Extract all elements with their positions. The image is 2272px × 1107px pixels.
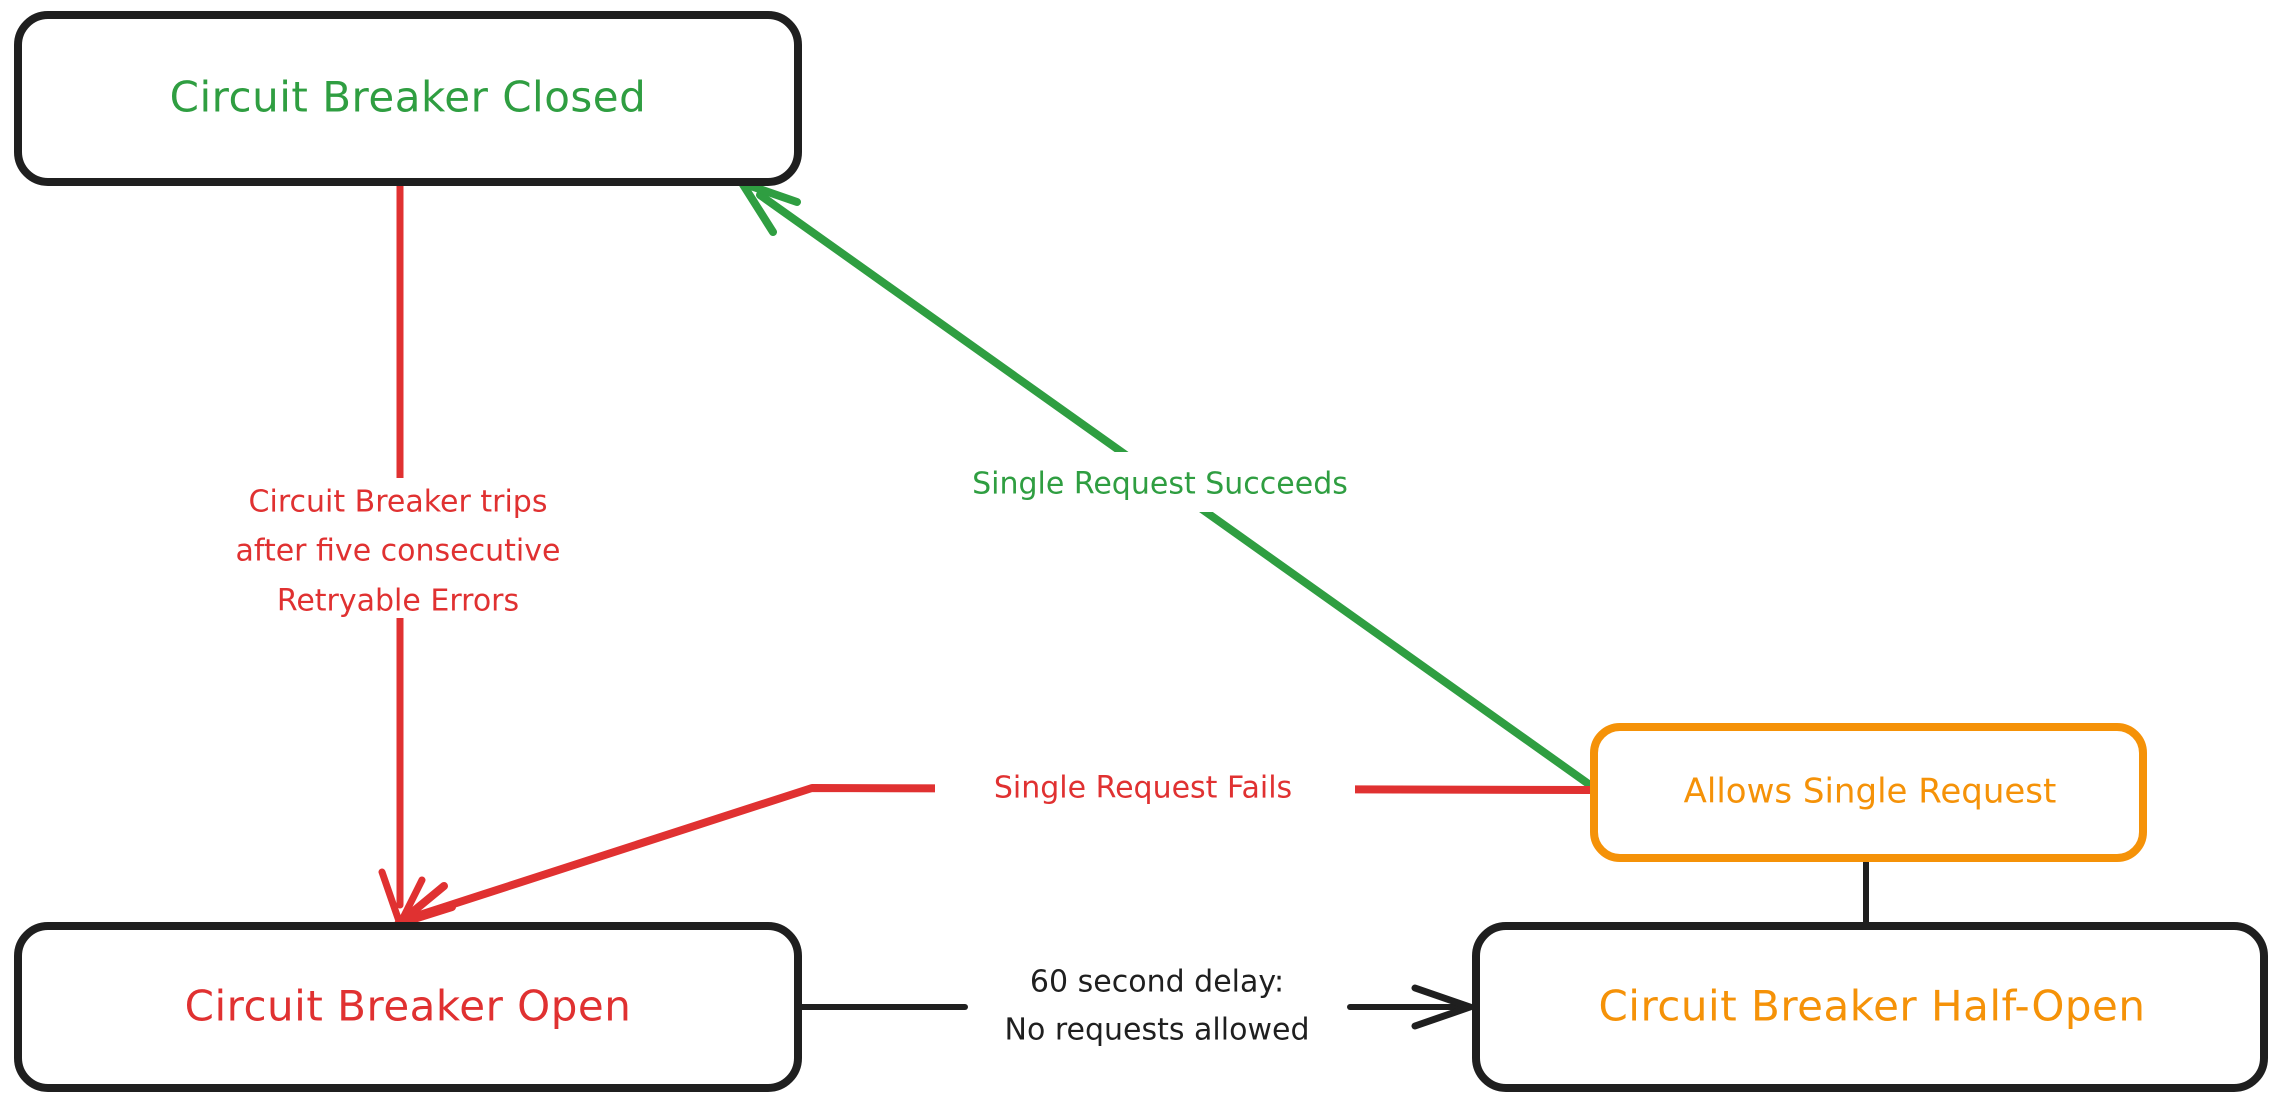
- edge-open-to-halfopen: [797, 984, 1474, 1030]
- edge-label-open-to-halfopen: 60 second delay: No requests allowed: [1005, 965, 1310, 1048]
- node-circuit-breaker-open[interactable]: Circuit Breaker Open: [14, 922, 802, 1092]
- edge-label-open-to-halfopen-line1: 60 second delay:: [1030, 965, 1284, 1000]
- edge-label-allows-to-open: Single Request Fails: [935, 763, 1355, 815]
- node-half-open-box: [1472, 922, 2268, 1092]
- edge-allows-to-closed-arrowhead: [738, 179, 801, 236]
- edge-label-allows-to-closed-text: Single Request Succeeds: [972, 467, 1348, 502]
- node-allows-single-request[interactable]: Allows Single Request: [1590, 723, 2147, 862]
- edge-allows-to-open-arrowhead: [394, 882, 456, 928]
- edge-label-open-to-halfopen-line2: No requests allowed: [1005, 1013, 1310, 1048]
- node-closed-label: Circuit Breaker Closed: [170, 73, 647, 122]
- edge-label-closed-to-open-line3: Retryable Errors: [277, 584, 519, 619]
- node-circuit-breaker-closed[interactable]: Circuit Breaker Closed: [14, 11, 802, 186]
- node-allows-single-request-label: Allows Single Request: [1684, 772, 2057, 812]
- edge-label-closed-to-open-line2: after five consecutive: [236, 534, 561, 569]
- edge-label-closed-to-open-line1: Circuit Breaker trips: [249, 485, 548, 520]
- edge-label-allows-to-closed-backdrop: [910, 452, 1400, 512]
- node-closed-box: [14, 11, 802, 186]
- edge-label-closed-to-open-backdrop: [175, 478, 615, 618]
- edge-label-allows-to-open-text: Single Request Fails: [994, 771, 1292, 806]
- node-half-open-label: Circuit Breaker Half-Open: [1598, 982, 2145, 1031]
- edge-label-allows-to-closed: Single Request Succeeds: [910, 452, 1400, 512]
- edge-label-closed-to-open: Circuit Breaker trips after five consecu…: [175, 478, 615, 619]
- edge-label-allows-to-open-backdrop: [935, 763, 1355, 815]
- edge-open-to-halfopen-arrowhead: [1411, 984, 1474, 1030]
- node-open-box: [14, 922, 802, 1092]
- node-allows-single-request-box: [1590, 723, 2147, 862]
- node-circuit-breaker-half-open[interactable]: Circuit Breaker Half-Open: [1472, 922, 2268, 1092]
- node-open-label: Circuit Breaker Open: [185, 982, 632, 1031]
